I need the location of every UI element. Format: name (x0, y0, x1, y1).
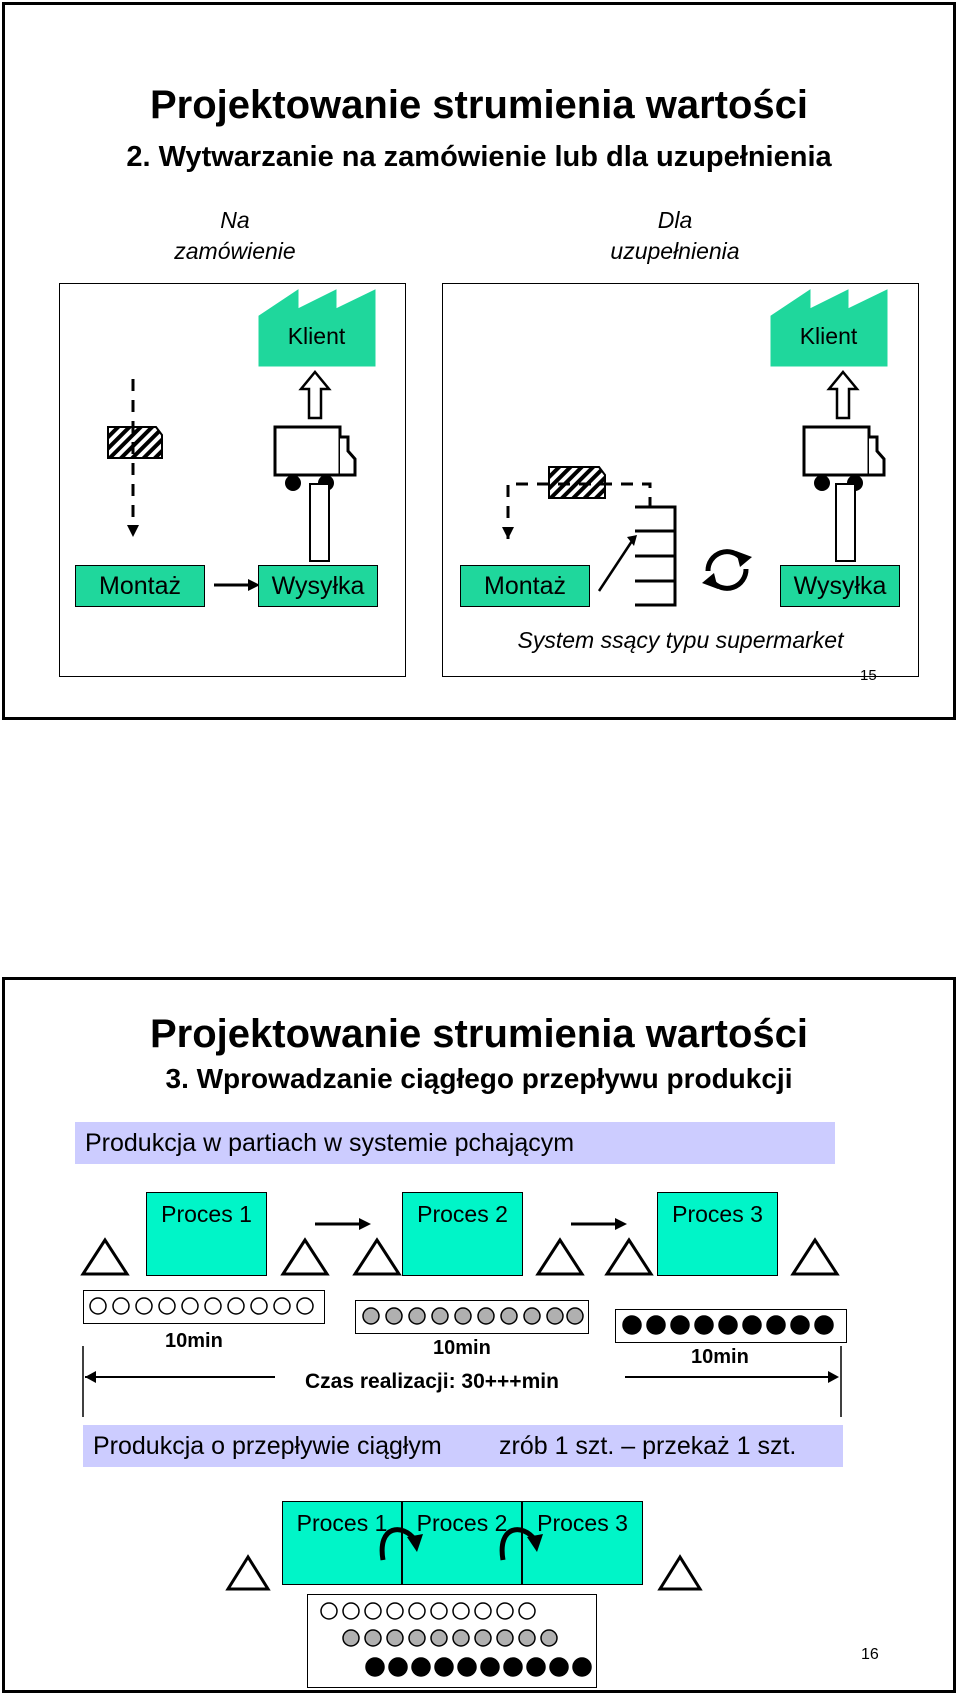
process-box: Proces 1 (146, 1192, 267, 1276)
make-to-stock-panel (442, 283, 919, 677)
cycle-time-label: 10min (165, 1330, 223, 1352)
inventory-triangle-icon (225, 1554, 271, 1591)
batch-production-bar: Produkcja w partiach w systemie pchający… (75, 1122, 835, 1164)
heading-line: zamówienie (174, 238, 296, 264)
assembly-label: Montaż (460, 565, 590, 607)
cycle-time-label: 10min (433, 1337, 491, 1359)
make-to-order-heading: Na zamówienie (135, 205, 335, 267)
slide-15: Projektowanie strumienia wartości 2. Wyt… (2, 2, 956, 720)
parts-dots (82, 1297, 842, 1417)
supermarket-icon (597, 505, 677, 607)
inventory-triangles (80, 1237, 840, 1591)
batch-container (615, 1309, 847, 1343)
flow-process-box: Proces 3 (522, 1501, 643, 1585)
slide-subtitle: 3. Wprowadzanie ciągłego przepływu produ… (165, 1063, 793, 1094)
page-number: 15 (860, 667, 877, 684)
kanban-card-icon (548, 466, 606, 499)
inventory-triangle-icon (604, 1237, 654, 1276)
inventory-triangle-icon (80, 1237, 130, 1276)
shipment-bar (309, 483, 330, 562)
flow-bar-left-text: Produkcja o przepływie ciągłym (93, 1432, 442, 1460)
heading-line: uzupełnienia (610, 238, 740, 264)
inventory-triangle-icon (535, 1237, 585, 1276)
page-number: 16 (861, 1646, 879, 1663)
slide-16: Projektowanie strumienia wartości 3. Wpr… (2, 977, 956, 1693)
up-arrow-icon (298, 370, 332, 420)
inventory-triangle-icon (790, 1237, 840, 1276)
client-factory-icon (258, 289, 376, 367)
flow-bar-right-text: zrób 1 szt. – przekaż 1 szt. (499, 1432, 797, 1460)
right-arrow-icon (214, 579, 260, 591)
make-to-stock-heading: Dla uzupełnienia (575, 205, 775, 267)
shipping-label: Wysyłka (780, 565, 900, 607)
push-arrow-icon (571, 1218, 627, 1230)
client-label: Klient (287, 323, 346, 349)
batch-container (83, 1290, 325, 1324)
client-label: Klient (799, 323, 858, 349)
process-box: Proces 3 (657, 1192, 778, 1276)
up-arrow-icon (826, 370, 860, 420)
slide-title: Projektowanie strumienia wartości (150, 83, 808, 127)
batch-container (355, 1300, 589, 1334)
lead-time-label: Czas realizacji: 30+++min (305, 1370, 559, 1393)
push-arrow-icon (315, 1218, 371, 1230)
slide-subtitle: 2. Wytwarzanie na zamówienie lub dla uzu… (126, 141, 832, 173)
flow-parts-dots (320, 1602, 592, 1677)
cycle-time-label: 10min (691, 1346, 749, 1368)
heading-line: Na (220, 207, 250, 233)
assembly-label: Montaż (75, 565, 205, 607)
cycle-icon (702, 549, 752, 591)
shipping-label: Wysyłka (258, 565, 378, 607)
client-factory-icon (770, 289, 888, 367)
supermarket-caption: System ssący typu supermarket (517, 627, 844, 653)
flow-handoff-arrows (379, 1527, 543, 1561)
process-box: Proces 2 (402, 1192, 523, 1276)
shipment-bar (835, 483, 856, 562)
continuous-flow-bar: Produkcja o przepływie ciągłym zrób 1 sz… (83, 1425, 843, 1467)
make-to-order-panel (59, 283, 406, 677)
slide-title: Projektowanie strumienia wartości (150, 1012, 808, 1056)
inventory-triangle-icon (657, 1554, 703, 1591)
heading-line: Dla (657, 207, 693, 233)
inventory-triangle-icon (352, 1237, 402, 1276)
kanban-card-icon (107, 426, 163, 459)
flow-parts-container (307, 1594, 597, 1688)
truck-icon (802, 425, 886, 491)
inventory-triangle-icon (280, 1237, 330, 1276)
